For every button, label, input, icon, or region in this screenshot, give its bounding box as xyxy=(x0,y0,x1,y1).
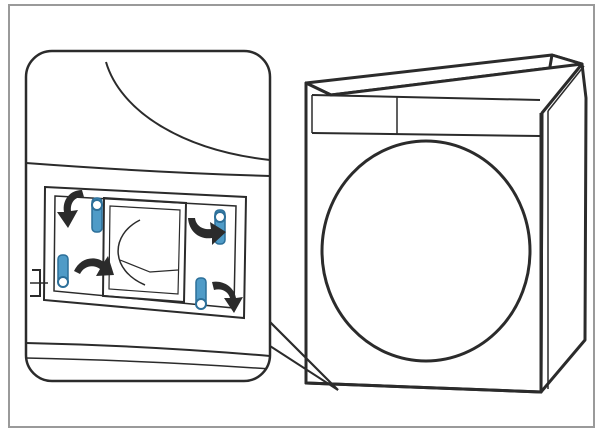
dryer-front-face xyxy=(304,83,543,394)
curved-rotate-arrow-icon xyxy=(188,218,226,245)
curved-rotate-arrow-icon xyxy=(74,256,114,276)
drum-arc xyxy=(105,61,270,161)
hinge-clip-icon xyxy=(91,197,103,233)
dryer-side-top-edge xyxy=(547,65,585,112)
base-line-1 xyxy=(26,342,270,357)
base-top-edge xyxy=(26,162,270,177)
dryer-control-panel-bottom xyxy=(311,132,541,137)
curved-rotate-arrow-icon xyxy=(212,281,243,313)
dryer-control-panel xyxy=(311,94,541,101)
callout-pointer-tip xyxy=(265,317,339,391)
hinge-clip-icon xyxy=(57,254,69,288)
filter-cover-arc xyxy=(117,219,146,286)
dryer-door xyxy=(320,139,532,363)
filter-cover-wedge xyxy=(119,259,179,273)
tumble-dryer-icon xyxy=(304,53,588,394)
hinge-clip-icon xyxy=(195,277,207,310)
detail-inset-frame xyxy=(24,49,272,383)
curved-rotate-arrow-icon xyxy=(57,190,84,228)
outer-frame xyxy=(8,4,595,428)
filter-housing-outer xyxy=(42,185,248,320)
detail-inset xyxy=(24,49,272,383)
base-line-2 xyxy=(26,357,270,370)
